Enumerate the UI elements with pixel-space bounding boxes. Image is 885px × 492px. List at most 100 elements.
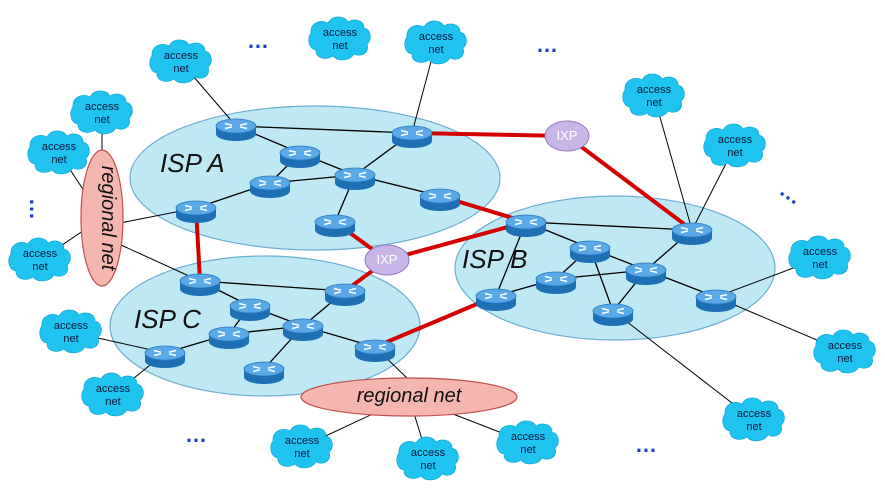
access-net-label: access bbox=[323, 27, 358, 39]
access-net-label: net bbox=[812, 259, 827, 271]
cloud-shape bbox=[496, 420, 559, 465]
router-top bbox=[535, 271, 577, 287]
access-net-label: net bbox=[727, 147, 742, 159]
router-arrows bbox=[217, 330, 241, 338]
cloud-shape bbox=[722, 397, 785, 442]
access-net-label: net bbox=[420, 460, 435, 472]
router-arrows bbox=[153, 349, 177, 357]
router-icon bbox=[671, 222, 713, 245]
router-icon bbox=[391, 125, 433, 148]
access-net-label: access bbox=[285, 435, 320, 447]
router-icon bbox=[249, 175, 291, 198]
router-arrows bbox=[680, 226, 704, 234]
router-icon bbox=[475, 288, 517, 311]
router-arrows bbox=[224, 122, 248, 130]
router-arrows bbox=[291, 322, 315, 330]
router-icon bbox=[354, 339, 396, 362]
cloud-shape bbox=[81, 372, 144, 417]
router-top bbox=[282, 318, 324, 334]
router-top bbox=[592, 303, 634, 319]
router-icon bbox=[419, 188, 461, 211]
router-arrows bbox=[704, 293, 728, 301]
router-top bbox=[144, 345, 186, 361]
cloud-shape bbox=[149, 39, 212, 84]
access-net-label: net bbox=[332, 40, 347, 52]
router-top bbox=[334, 167, 376, 183]
cloud-shape bbox=[813, 329, 876, 374]
ixp-middle-label: IXP bbox=[377, 252, 398, 267]
network-link bbox=[235, 125, 413, 134]
router-arrows bbox=[343, 171, 367, 179]
more-networks-ellipsis: … bbox=[247, 28, 269, 53]
isp-a-label: ISP A bbox=[160, 148, 225, 178]
peering-link bbox=[373, 294, 498, 349]
ixp-middle bbox=[364, 244, 410, 276]
access-net-label: access bbox=[737, 408, 772, 420]
router-arrows bbox=[514, 218, 538, 226]
router-top bbox=[175, 200, 217, 216]
access-net-label: access bbox=[23, 248, 58, 260]
router-icon bbox=[243, 361, 285, 384]
router-icon bbox=[279, 145, 321, 168]
peering-link bbox=[410, 131, 569, 138]
router-arrows bbox=[252, 365, 276, 373]
regional-uplink bbox=[109, 239, 201, 282]
router-icon bbox=[334, 167, 376, 190]
access-net-label: net bbox=[105, 396, 120, 408]
router-arrows bbox=[601, 307, 625, 315]
access-net-label: access bbox=[803, 246, 838, 258]
access-net-label: access bbox=[96, 383, 131, 395]
node-layer: accessnetaccessnetaccessnetaccessnetacce… bbox=[8, 16, 876, 481]
router-arrows bbox=[634, 266, 658, 274]
access-net-label: net bbox=[294, 448, 309, 460]
router-top bbox=[215, 118, 257, 134]
access-net-label: access bbox=[828, 340, 863, 352]
router-top bbox=[249, 175, 291, 191]
ixp-top bbox=[544, 120, 590, 152]
access-net-label: access bbox=[164, 50, 199, 62]
router-top bbox=[475, 288, 517, 304]
router-arrows bbox=[544, 275, 568, 283]
ixp-top-label: IXP bbox=[557, 128, 578, 143]
router-icon bbox=[535, 271, 577, 294]
router-top bbox=[279, 145, 321, 161]
router-top bbox=[243, 361, 285, 377]
cloud-shape bbox=[703, 123, 766, 168]
router-arrows bbox=[578, 244, 602, 252]
router-icon bbox=[208, 326, 250, 349]
router-arrows bbox=[184, 204, 208, 212]
cloud-shape bbox=[39, 309, 102, 354]
access-net-label: net bbox=[32, 261, 47, 273]
router-top bbox=[671, 222, 713, 238]
access-net-label: net bbox=[520, 444, 535, 456]
access-net-label: net bbox=[94, 114, 109, 126]
access-net-label: access bbox=[511, 431, 546, 443]
router-icon bbox=[314, 214, 356, 237]
router-icon bbox=[175, 200, 217, 223]
router-arrows bbox=[323, 218, 347, 226]
router-arrows bbox=[288, 149, 312, 157]
router-icon bbox=[569, 240, 611, 263]
regional-net-bottom bbox=[300, 377, 518, 417]
router-top bbox=[569, 240, 611, 256]
access-net-label: net bbox=[746, 421, 761, 433]
access-net-label: net bbox=[646, 97, 661, 109]
access-net-label: access bbox=[42, 141, 77, 153]
router-icon bbox=[215, 118, 257, 141]
router-arrows bbox=[363, 343, 387, 351]
isp-b-label: ISP B bbox=[462, 244, 528, 274]
cloud-shape bbox=[27, 130, 90, 175]
